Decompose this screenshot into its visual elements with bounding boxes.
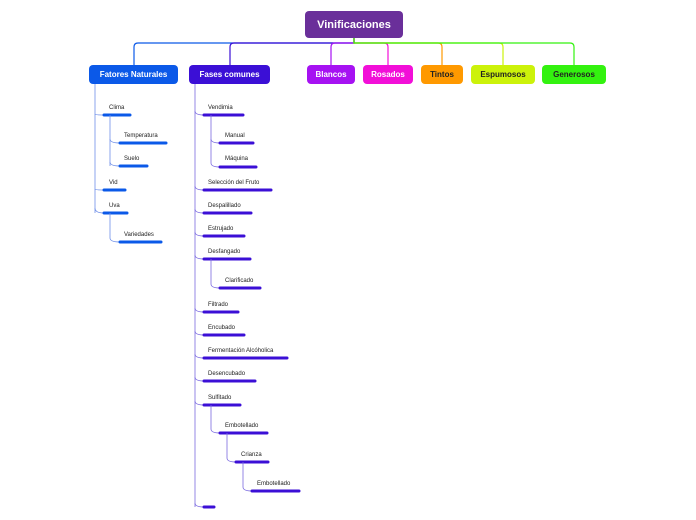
topic-fermentacion-alcoholica[interactable]: Fermentación Alcóholica	[208, 348, 274, 354]
topic-filtrado[interactable]: Filtrado	[208, 302, 229, 308]
branch-fatores-naturales[interactable]: Fatores Naturales	[89, 65, 178, 84]
link	[109, 213, 121, 243]
link	[109, 161, 121, 167]
branch-connector	[353, 38, 389, 65]
link	[242, 462, 253, 492]
root-topic-vinificaciones[interactable]: Vinificaciones	[305, 11, 403, 38]
topic-uva[interactable]: Uva	[109, 203, 120, 209]
topic-desfangado[interactable]: Desfangado	[208, 249, 241, 255]
topic-clarificado[interactable]: Clarificado	[225, 278, 254, 284]
branch-connector	[353, 38, 504, 65]
branch-generosos[interactable]: Generosos	[542, 65, 606, 84]
topic-suelo[interactable]: Suelo	[124, 156, 140, 162]
topic-vendimia[interactable]: Vendimia	[208, 105, 233, 111]
topic-embotellado[interactable]: Embotellado	[225, 423, 259, 429]
link	[226, 433, 237, 463]
topic-desencubado[interactable]: Desencubado	[208, 371, 246, 377]
link	[210, 115, 221, 168]
topic-maquina[interactable]: Máquina	[225, 156, 249, 162]
topic-crianza[interactable]: Crianza	[241, 452, 262, 458]
topic-temperatura[interactable]: Temperatura	[124, 133, 158, 139]
topic-seleccion-del-fruto[interactable]: Selección del Fruto	[208, 180, 260, 186]
topic-manual[interactable]: Manual	[225, 133, 245, 139]
topic-estrujado[interactable]: Estrujado	[208, 226, 234, 232]
branch-espumosos[interactable]: Espumosos	[471, 65, 535, 84]
branch-connector	[353, 38, 575, 65]
link	[94, 207, 105, 214]
link	[210, 405, 221, 434]
branch-connector	[133, 38, 355, 65]
branch-blancos[interactable]: Blancos	[307, 65, 355, 84]
topic-sulfitado[interactable]: Sulfitado	[208, 395, 232, 401]
branch-fases-comunes[interactable]: Fases comunes	[189, 65, 270, 84]
link	[210, 259, 221, 289]
topic-encubado[interactable]: Encubado	[208, 325, 236, 331]
link	[109, 138, 121, 144]
branch-tintos[interactable]: Tintos	[421, 65, 463, 84]
branch-connector	[353, 38, 443, 65]
topic-clima[interactable]: Clima	[109, 105, 125, 111]
topic-despalillado[interactable]: Despalillado	[208, 203, 241, 209]
branch-rosados[interactable]: Rosados	[363, 65, 413, 84]
branch-connector	[229, 38, 355, 65]
branch-connector	[330, 38, 355, 65]
topic-embotellado-2[interactable]: Embotellado	[257, 481, 291, 487]
topic-variedades[interactable]: Variedades	[124, 232, 154, 238]
topic-vid[interactable]: Vid	[109, 180, 118, 186]
